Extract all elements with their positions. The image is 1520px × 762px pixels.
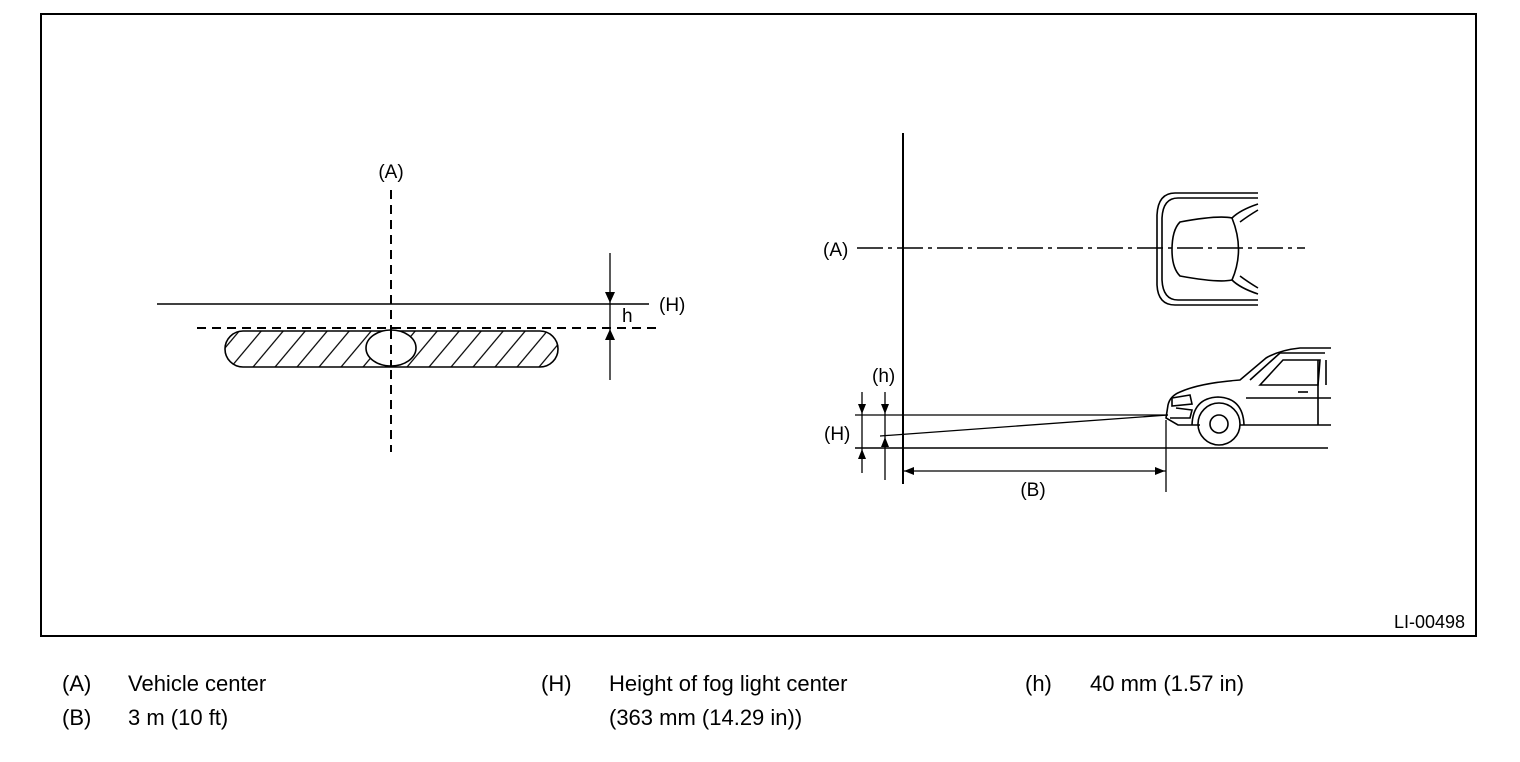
legend-row-b: (B) 3 m (10 ft) — [62, 701, 266, 735]
legend-key-H: (H) — [541, 671, 572, 696]
label-h-left: h — [622, 306, 633, 327]
legend-item-a-b: (A) Vehicle center (B) 3 m (10 ft) — [62, 667, 266, 735]
H-arrow-down — [858, 404, 866, 414]
legend-row-H-2: (363 mm (14.29 in)) — [541, 701, 847, 735]
legend-item-H: (H) Height of fog light center (363 mm (… — [541, 667, 847, 735]
legend-row-a: (A) Vehicle center — [62, 667, 266, 701]
H-arrow-up — [858, 449, 866, 459]
beam-aim-line — [879, 414, 1169, 437]
legend-text-b: 3 m (10 ft) — [128, 705, 229, 730]
h-arrow-up — [605, 329, 615, 340]
h-arrow-down-right — [881, 404, 889, 414]
h-arrow-down — [605, 292, 615, 303]
label-a-right: (A) — [823, 240, 848, 261]
B-arrow-right — [1155, 467, 1165, 475]
figure-id: LI-00498 — [1394, 612, 1465, 632]
label-H-right: (H) — [824, 424, 850, 445]
legend-row-H: (H) Height of fog light center — [541, 667, 847, 701]
label-h-right: (h) — [872, 366, 895, 387]
h-arrow-up-right — [881, 437, 889, 447]
legend-text-h: 40 mm (1.57 in) — [1090, 671, 1245, 696]
legend-text-H-2: (363 mm (14.29 in)) — [609, 705, 803, 730]
label-a-left: (A) — [378, 162, 403, 183]
left-screen-view: (A) h (H) — [157, 162, 685, 452]
figure-frame — [40, 13, 1477, 637]
legend-key-b: (B) — [62, 705, 92, 730]
legend-row-h: (h) 40 mm (1.57 in) — [1025, 667, 1244, 701]
label-h-upper-left: (H) — [659, 295, 685, 316]
legend-text-H: Height of fog light center — [609, 671, 848, 696]
legend-key-h: (h) — [1025, 671, 1052, 696]
label-B: (B) — [1020, 480, 1045, 501]
car-side-view — [1165, 347, 1331, 446]
legend-item-h: (h) 40 mm (1.57 in) — [1025, 667, 1244, 701]
legend-key-a: (A) — [62, 671, 92, 696]
legend-text-a: Vehicle center — [128, 671, 267, 696]
right-side-view: (A) — [823, 133, 1331, 501]
B-arrow-left — [904, 467, 914, 475]
car-top-view — [1156, 192, 1259, 306]
